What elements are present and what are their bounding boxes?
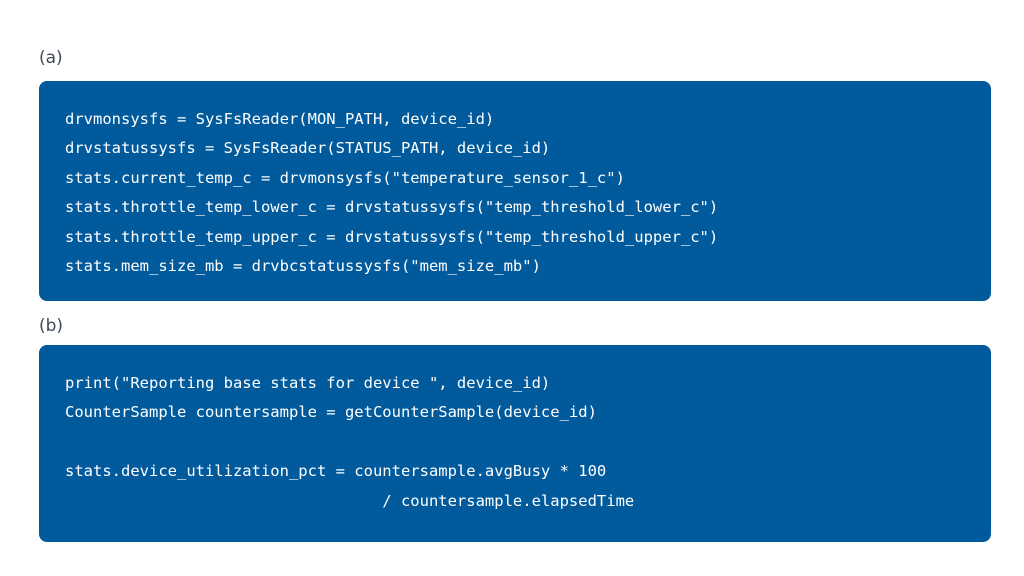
code-line-blank xyxy=(65,428,991,457)
code-line: drvmonsysfs = SysFsReader(MON_PATH, devi… xyxy=(65,110,495,128)
code-line: stats.current_temp_c = drvmonsysfs("temp… xyxy=(65,168,625,187)
code-line: stats.mem_size_mb = drvbcstatussysfs("me… xyxy=(65,256,541,275)
code-line: stats.throttle_temp_lower_c = drvstatuss… xyxy=(65,198,719,217)
code-line: stats.device_utilization_pct = countersa… xyxy=(65,462,607,481)
panel-b-label: (b) xyxy=(39,316,64,336)
code-line: print("Reporting base stats for device "… xyxy=(65,374,551,392)
panel-a-label: (a) xyxy=(39,48,63,68)
code-line: drvstatussysfs = SysFsReader(STATUS_PATH… xyxy=(65,139,551,158)
code-line: / countersample.elapsedTime xyxy=(65,491,635,510)
code-line: stats.throttle_temp_upper_c = drvstatuss… xyxy=(65,227,719,246)
code-line: CounterSample countersample = getCounter… xyxy=(65,403,597,422)
code-block-b: print("Reporting base stats for device "… xyxy=(39,345,991,542)
code-block-a: drvmonsysfs = SysFsReader(MON_PATH, devi… xyxy=(39,81,991,301)
